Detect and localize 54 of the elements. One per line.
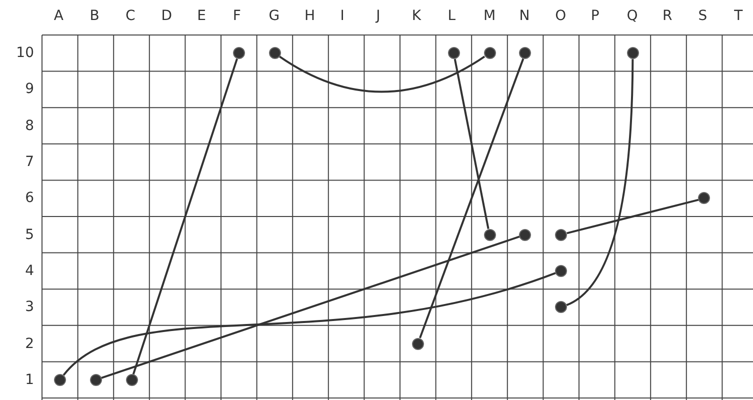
connector-line [419, 58, 524, 338]
connector-line [454, 58, 490, 229]
column-label: P [590, 8, 600, 24]
dot [484, 47, 496, 60]
column-label: Q [626, 8, 638, 24]
dot [555, 264, 568, 277]
column-label: A [54, 8, 64, 24]
dot [519, 228, 532, 241]
column-label: N [519, 8, 530, 24]
column-label: E [197, 8, 206, 24]
column-label: O [555, 8, 566, 24]
column-label: C [126, 8, 136, 24]
dot [519, 47, 532, 60]
dot [412, 338, 424, 350]
connector-line [62, 272, 556, 376]
row-label: 5 [25, 226, 34, 243]
dot [698, 192, 710, 204]
column-label: R [662, 8, 672, 24]
column-label: K [412, 8, 422, 24]
column-label: I [340, 8, 344, 24]
row-label: 9 [25, 81, 34, 98]
dot [555, 301, 568, 314]
column-label: M [484, 8, 496, 24]
connector-line [279, 56, 486, 93]
connector-line [132, 58, 238, 374]
column-label: L [448, 8, 456, 24]
dot [54, 374, 66, 386]
dot [90, 374, 102, 386]
row-label: 3 [25, 299, 34, 316]
dot [626, 47, 639, 60]
connector-line [101, 236, 520, 379]
row-label: 6 [25, 190, 34, 206]
row-label: 7 [25, 154, 34, 170]
connector-line [566, 59, 634, 306]
column-label: H [304, 8, 316, 24]
dot [232, 47, 245, 60]
dot [484, 228, 496, 241]
column-label: F [232, 8, 241, 24]
column-label: T [734, 8, 743, 24]
row-label: 4 [25, 262, 34, 279]
column-label: B [90, 8, 100, 24]
column-label: J [376, 8, 380, 24]
connector-line [566, 198, 699, 234]
dot [126, 374, 138, 386]
dot [555, 228, 568, 241]
column-label: S [698, 8, 708, 24]
dot [448, 47, 460, 60]
row-label: 2 [25, 336, 34, 352]
row-label: 10 [16, 45, 34, 62]
column-label: G [268, 8, 280, 24]
column-label: D [161, 8, 172, 24]
row-label: 8 [25, 118, 34, 134]
row-label: 1 [25, 372, 34, 388]
dot [268, 47, 281, 60]
